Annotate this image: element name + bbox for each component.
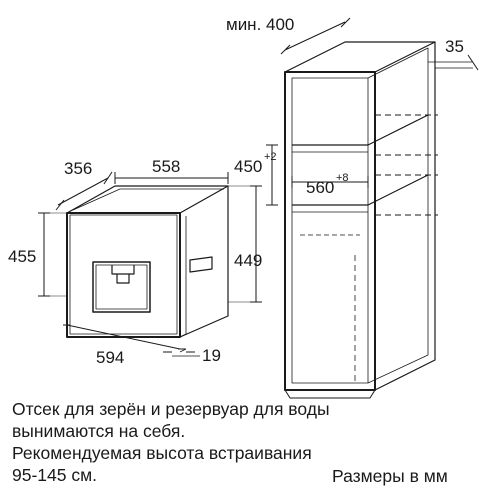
dim-appliance-depth: 356 (64, 159, 92, 178)
dim-cabinet-depth-offset: 35 (445, 37, 464, 56)
units-note: Размеры в мм (332, 466, 448, 486)
dim-front-depth: 19 (202, 346, 221, 365)
dim-niche-height: 449 (234, 251, 262, 270)
machine-dimension-lines (38, 171, 262, 357)
spout (111, 265, 135, 284)
side-handle (189, 256, 213, 273)
dim-niche-height-upper: 450 (234, 157, 262, 176)
dim-cabinet-min-width: мин. 400 (226, 15, 294, 34)
cabinet-dimension-lines (266, 17, 479, 206)
outlet-recess (92, 261, 151, 313)
dim-niche-height-upper-tolerance: +2 (264, 151, 277, 163)
caption-line: Отсек для зерён и резервуар для воды (12, 399, 330, 419)
dim-niche-width: 560 (306, 178, 334, 197)
caption-line: Рекомендуемая высота встраивания (12, 443, 312, 463)
caption-line: вынимаются на себя. (12, 421, 186, 441)
coffee-machine (66, 185, 229, 338)
dim-front-width: 594 (96, 348, 124, 367)
tall-cabinet (284, 41, 438, 399)
caption-line: 95-145 см. (12, 465, 97, 485)
dim-niche-width-tolerance: +8 (336, 172, 349, 184)
dim-appliance-height: 455 (8, 247, 36, 266)
installation-caption: Отсек для зерён и резервуар для воды вын… (12, 398, 482, 486)
dim-appliance-width: 558 (152, 157, 180, 176)
